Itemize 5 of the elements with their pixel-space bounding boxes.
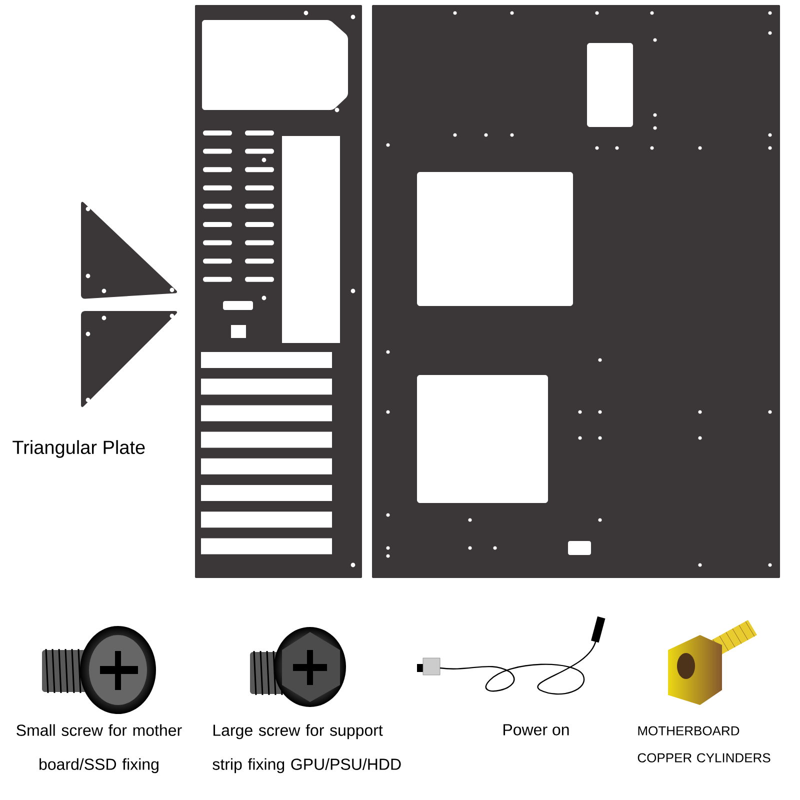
part-label: Small screw for mother board/SSD fixing [16, 724, 182, 774]
part-label: Triangular Plate [12, 440, 145, 458]
part-label: Power on [504, 724, 569, 736]
part-label: Large screw for support strip fixing GPU/PSU/HDD [212, 724, 401, 774]
part-label: MOTHERBOARD COPPER CYLINDERS [638, 726, 770, 762]
